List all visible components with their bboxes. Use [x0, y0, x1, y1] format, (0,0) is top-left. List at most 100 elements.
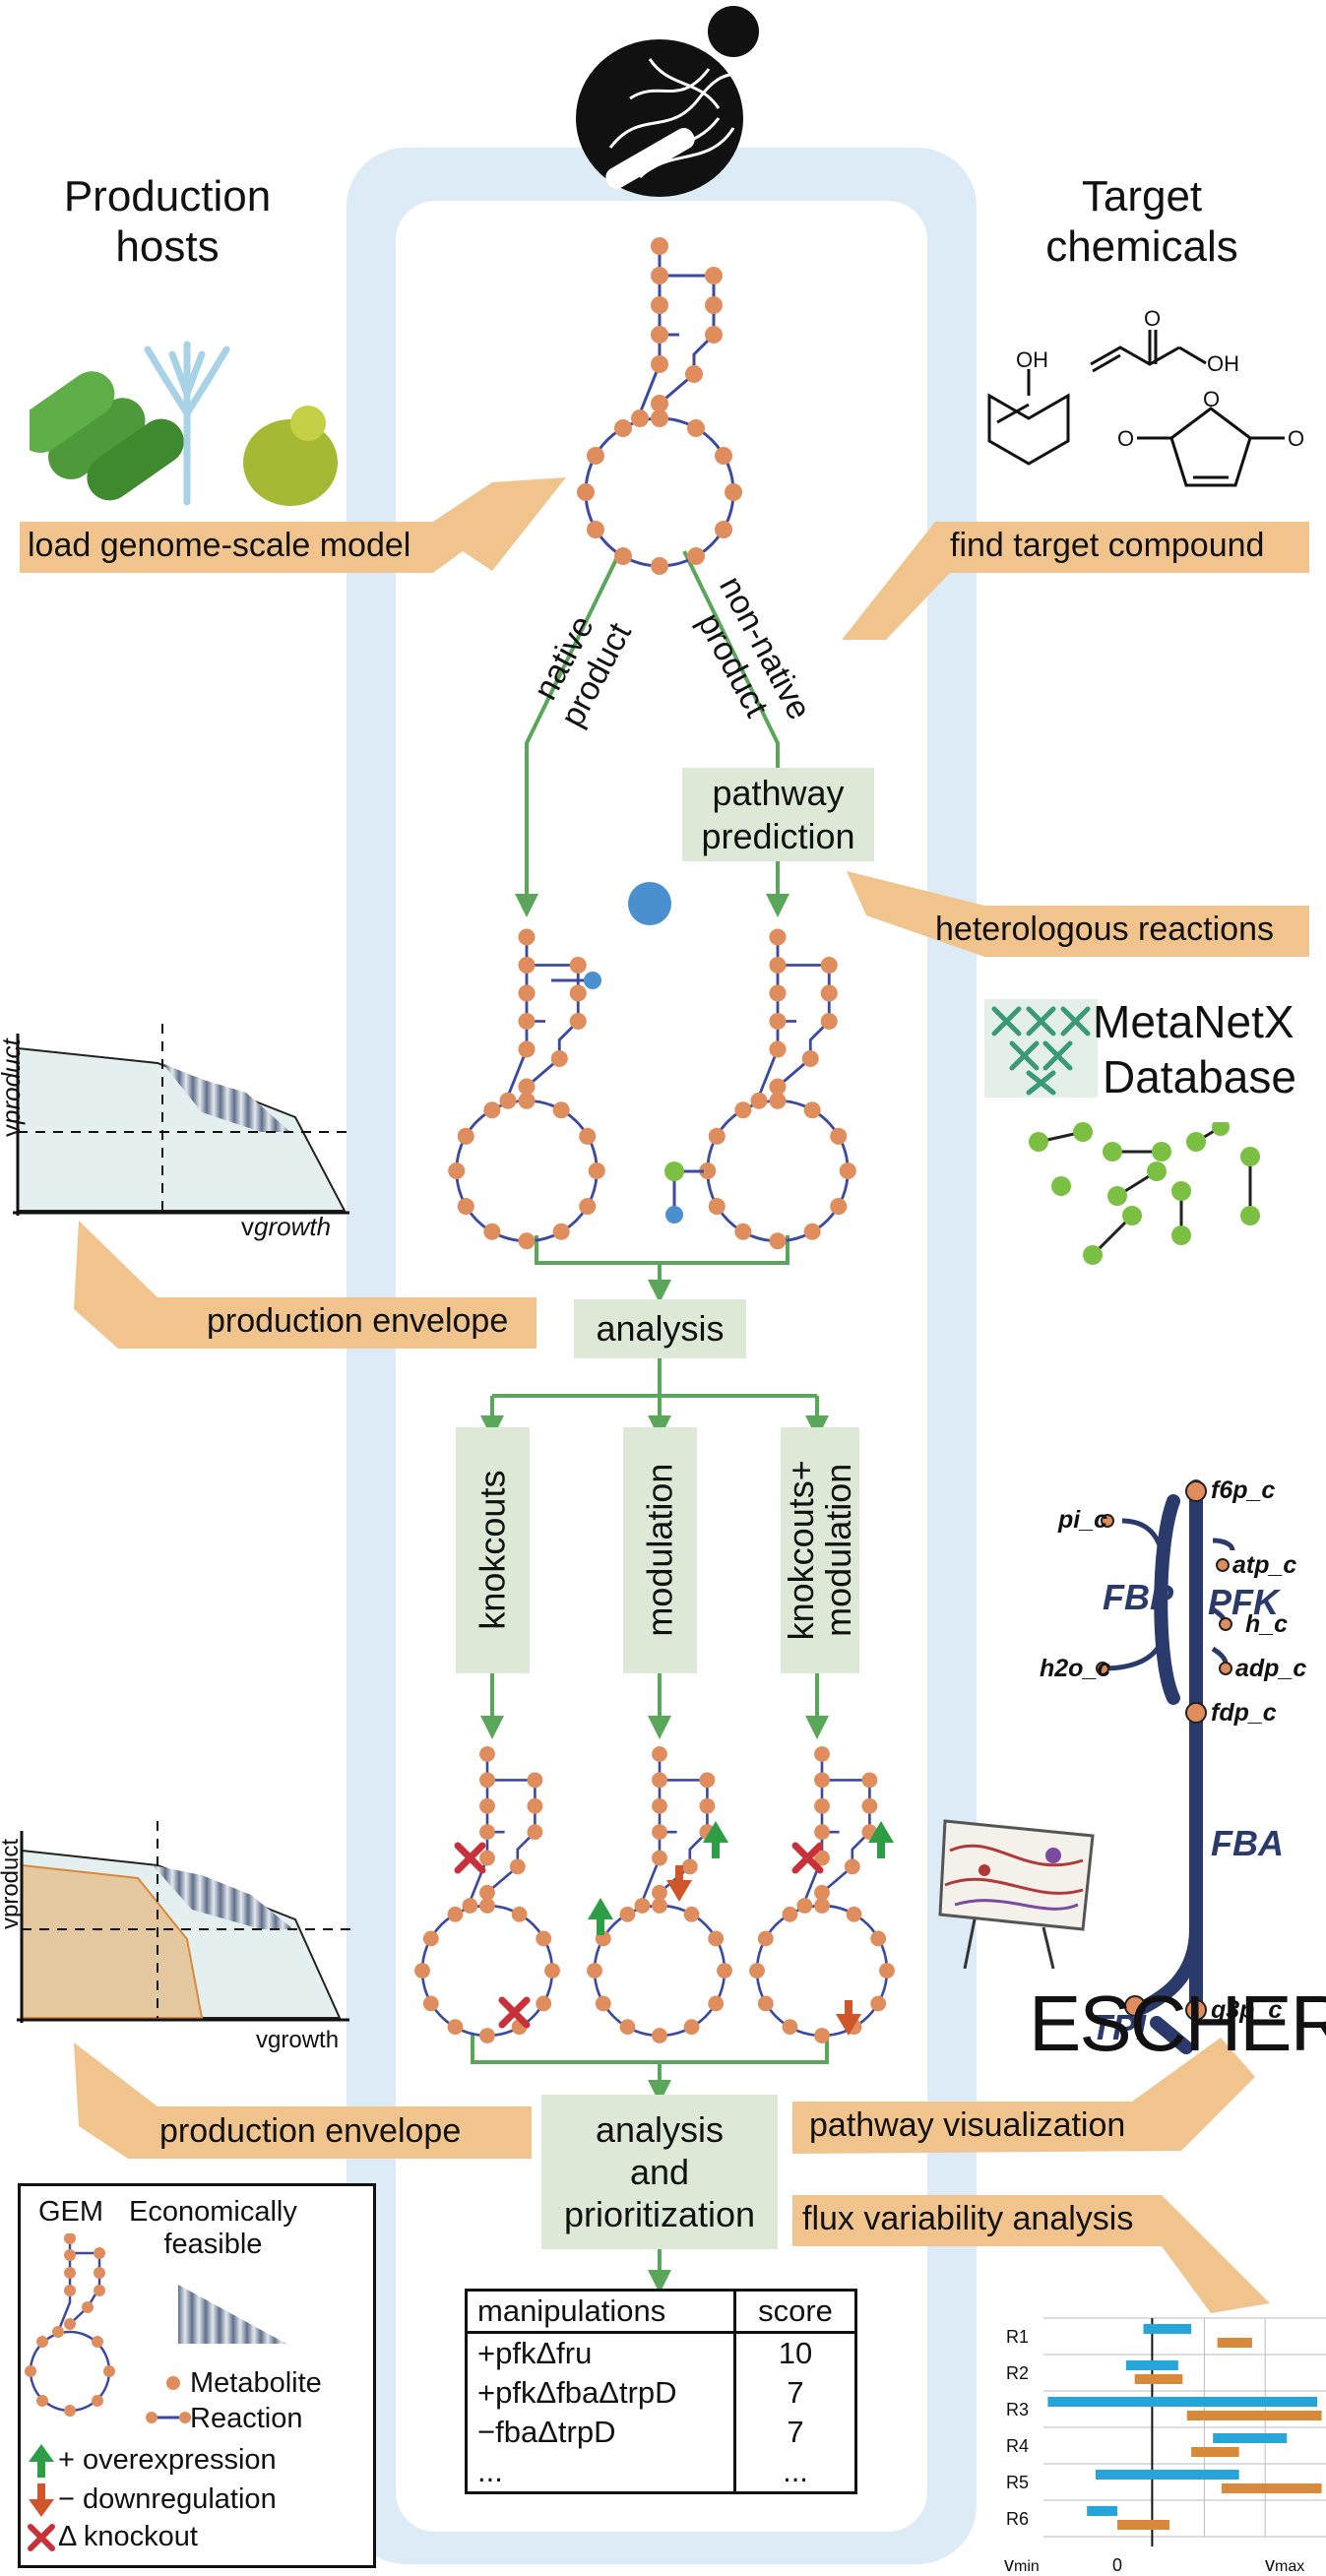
envelope1-ylabel: vproduct [0, 1037, 26, 1137]
legend-reaction-icon [146, 2412, 191, 2423]
manip-cell: −fbaΔtrpD [468, 2413, 736, 2452]
reaction-fba: FBA [1211, 1823, 1284, 1863]
envelope1-xlabel: vgrowth [241, 1212, 331, 1241]
target-chemical-structures: OH O OH O O O [987, 306, 1304, 487]
fva-bar [1143, 2324, 1192, 2334]
envelope2-xlabel: vgrowth [256, 2027, 339, 2053]
metabolite-pi: pi_c [1057, 1506, 1107, 1534]
production-envelope-label-1: production envelope [207, 1302, 509, 1340]
svg-text:O: O [1288, 426, 1304, 451]
knockouts-box: knokcouts [456, 1427, 530, 1673]
fva-row-label: R6 [1006, 2509, 1029, 2529]
analysis-prioritization-box: analysis and prioritization [541, 2095, 778, 2249]
fva-bar [1217, 2338, 1252, 2348]
svg-text:O: O [1203, 387, 1220, 411]
metabolite-h: h_c [1245, 1610, 1288, 1638]
metabolite-h2o: h2o_c [1040, 1655, 1110, 1682]
svg-text:O: O [1117, 426, 1134, 451]
legend-feasible-gradient [178, 2285, 286, 2344]
score-cell: ... [783, 2454, 808, 2488]
legend-gem: GEM [38, 2196, 104, 2228]
yeast-cell-icon [576, 6, 759, 197]
fva-bar [1191, 2447, 1239, 2457]
fva-xmax-label: vmax [1265, 2554, 1304, 2576]
table-row: ... ... [468, 2452, 854, 2491]
legend-gem-graph [25, 2233, 115, 2417]
table-row: +pfkΔfru 10 [468, 2332, 854, 2373]
production-hosts-heading: Production hosts [63, 172, 272, 271]
table-row: −fbaΔtrpD 7 [468, 2413, 854, 2452]
production-envelope-plot-1: vgrowth vproduct [0, 1024, 354, 1241]
legend-metabolite: Metabolite [190, 2367, 322, 2399]
fva-xmin-label: vmin [1004, 2554, 1040, 2576]
analysis-box: analysis [574, 1299, 746, 1358]
load-model-label: load genome-scale model [28, 527, 411, 564]
fva-zero-label: 0 [1112, 2555, 1122, 2575]
metabolite-g3p: g3p_c [1210, 1996, 1282, 2024]
legend-reaction: Reaction [190, 2403, 303, 2434]
legend-metabolite-icon [166, 2376, 180, 2390]
production-envelope-plot-2: vgrowth vproduct [0, 1821, 356, 2053]
knockout-cross-icon [28, 2524, 55, 2551]
find-target-label: find target compound [950, 527, 1265, 564]
metanetx-database: Database [1103, 1051, 1296, 1102]
metabolite-adp: adp_c [1235, 1655, 1306, 1682]
downregulation-arrow-icon [29, 2483, 54, 2517]
fva-row-label: R2 [1006, 2363, 1029, 2383]
escher-logo: ESCHER [1029, 1979, 1326, 2067]
fva-row-label: R3 [1006, 2400, 1029, 2419]
fva-bar [1222, 2483, 1322, 2493]
escher-easel-icon [938, 1819, 1095, 1969]
legend-box: GEM Economically feasible Metabolite Rea… [18, 2183, 376, 2568]
svg-text:O: O [1144, 306, 1161, 331]
target-chemicals-heading: Target chemicals [1045, 172, 1238, 271]
legend-knockout: Δ knockout [58, 2521, 198, 2552]
reaction-tpi: TPI [1091, 2007, 1147, 2047]
heterologous-reactions-label: heterologous reactions [935, 911, 1275, 948]
fva-bar [1125, 2360, 1178, 2370]
metabolite-fdp: fdp_c [1211, 1699, 1277, 1727]
envelope2-ylabel: vproduct [0, 1839, 24, 1929]
manipulations-header: manipulations [468, 2292, 736, 2334]
reaction-pfk: PFK [1208, 1582, 1282, 1622]
metabolite-atp: atp_c [1232, 1551, 1296, 1579]
fva-bar [1134, 2374, 1183, 2384]
metanetx-reaction-graph [1029, 1122, 1260, 1265]
manip-cell: ... [468, 2452, 736, 2491]
pathway-visualization-label: pathway visualization [809, 2106, 1126, 2144]
overexpression-arrow-icon [29, 2444, 54, 2478]
fva-bar [1117, 2520, 1170, 2530]
svg-text:OH: OH [1207, 351, 1239, 376]
manip-cell: +pfkΔfru [468, 2332, 736, 2373]
manip-cell: +pfkΔfbaΔtrpD [468, 2373, 736, 2413]
pathway-prediction-box: pathway prediction [682, 768, 874, 861]
score-cell: 7 [787, 2415, 804, 2449]
fva-row-label: R4 [1006, 2436, 1029, 2456]
legend-downregulation: − downregulation [58, 2483, 277, 2515]
legend-overexpression: + overexpression [58, 2444, 277, 2476]
fva-row-label: R5 [1006, 2473, 1029, 2492]
reaction-fbp: FBP [1103, 1577, 1174, 1617]
table-row: +pfkΔfbaΔtrpD 7 [468, 2373, 854, 2413]
score-cell: 10 [778, 2336, 813, 2370]
knockouts-modulation-box: knokcouts+ modulation [781, 1427, 859, 1673]
production-host-organisms [30, 341, 338, 506]
flux-variability-label: flux variability analysis [802, 2200, 1134, 2237]
metanetx-title: MetaNetX [1093, 996, 1294, 1047]
modulation-box: modulation [623, 1427, 697, 1673]
manipulations-table-container: manipulations score +pfkΔfru 10 +pfkΔfba… [465, 2289, 857, 2494]
fva-bar [1213, 2433, 1288, 2443]
fva-bar [1087, 2506, 1118, 2516]
manipulations-table: manipulations score +pfkΔfru 10 +pfkΔfba… [468, 2292, 854, 2491]
score-cell: 7 [787, 2375, 804, 2410]
metanetx-logo [984, 999, 1098, 1098]
svg-text:OH: OH [1016, 347, 1048, 372]
fva-bar [1186, 2411, 1322, 2420]
escher-pathway-map: f6p_c pi_c atp_c h_c h2o_c adp_c fdp_c g… [1040, 1476, 1306, 2054]
fva-row-label: R1 [1006, 2327, 1029, 2347]
metabolite-f6p: f6p_c [1211, 1476, 1275, 1504]
